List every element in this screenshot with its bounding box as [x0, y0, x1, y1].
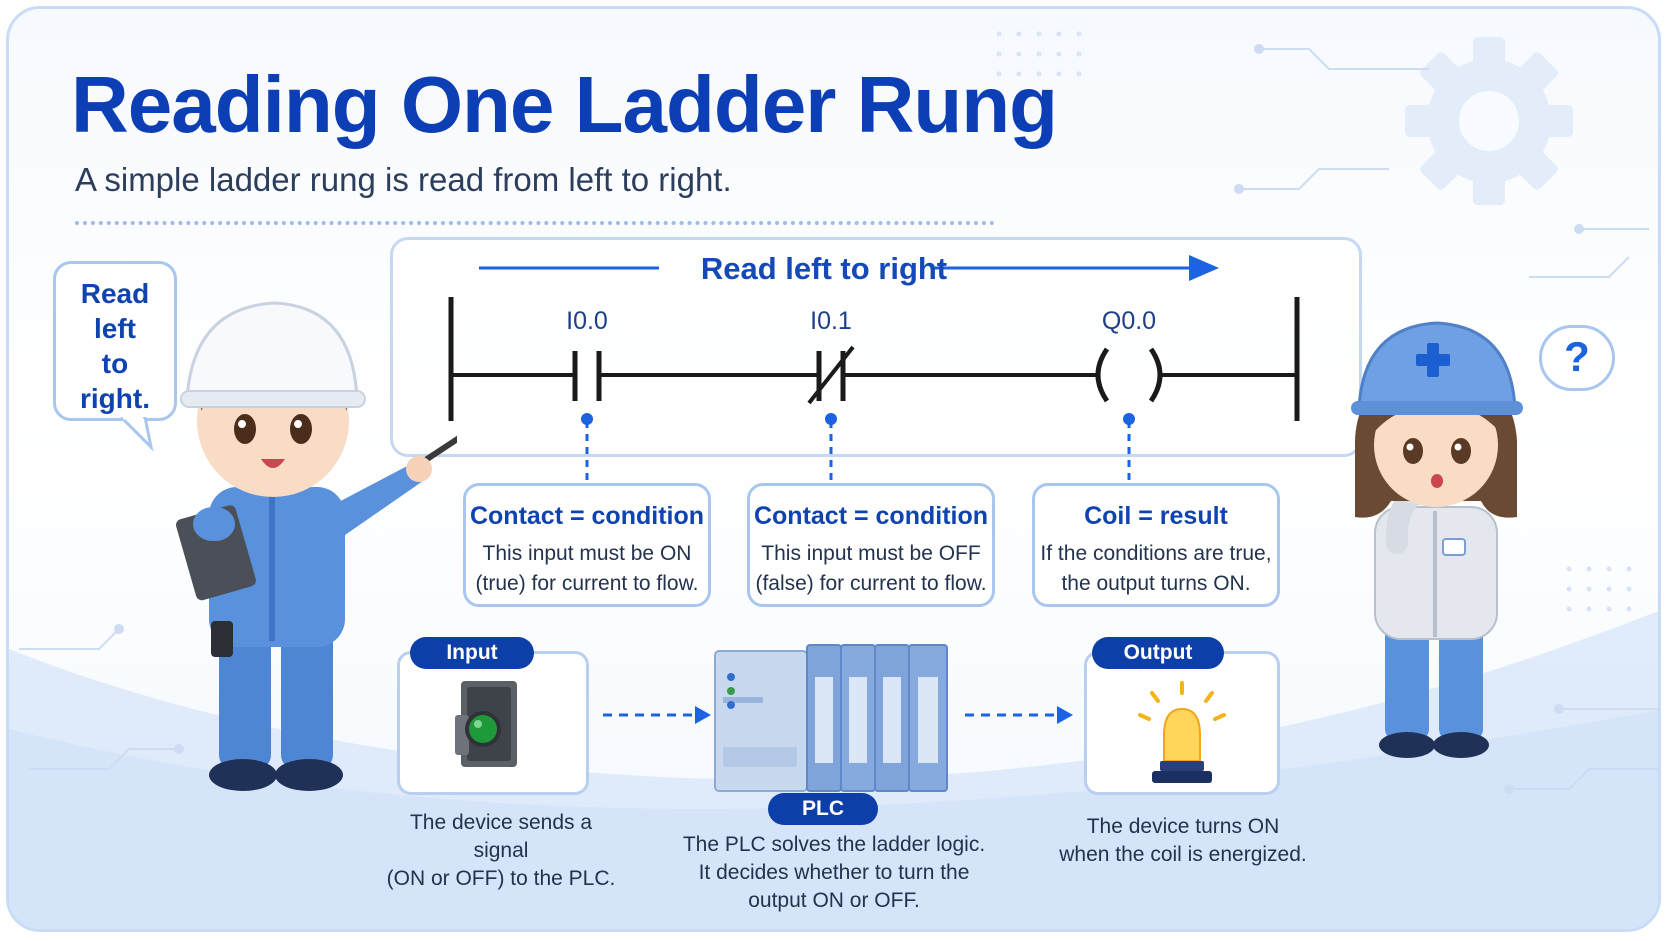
- read-direction-label: Read left to right: [700, 251, 948, 286]
- coil-card: Coil = result If the conditions are true…: [1032, 483, 1280, 607]
- arrow-head-icon: [695, 706, 711, 724]
- speech-bubble-tail: [121, 417, 154, 452]
- pointer-stick: [412, 435, 457, 470]
- plc-caption: The PLC solves the ladder logic. It deci…: [682, 833, 986, 912]
- card-body: If the conditions are true, the output t…: [1040, 542, 1272, 595]
- page-title: Reading One Ladder Rung: [71, 60, 1058, 149]
- push-button-icon: [455, 681, 517, 767]
- lamp-icon: [1138, 681, 1226, 783]
- connector-dot: [825, 413, 837, 425]
- card-body: This input must be ON (true) for current…: [475, 542, 699, 595]
- contact-nc-card: Contact = condition This input must be O…: [747, 483, 995, 607]
- card-heading: Contact = condition: [469, 502, 705, 530]
- page-subtitle: A simple ladder rung is read from left t…: [75, 161, 732, 198]
- address-label-q00: Q0.0: [1101, 307, 1157, 335]
- arrow-head-icon: [1057, 706, 1073, 724]
- infographic-frame: Reading One Ladder Rung A simple ladder …: [6, 6, 1661, 932]
- engineer-left-illustration: [176, 301, 457, 791]
- input-caption: The device sends a signal (ON or OFF) to…: [386, 811, 616, 890]
- output-label-pill: Output: [1092, 637, 1224, 669]
- card-body: This input must be OFF (false) for curre…: [755, 542, 987, 595]
- output-caption: The device turns ON when the coil is ene…: [1059, 815, 1307, 866]
- card-heading: Coil = result: [1084, 502, 1228, 530]
- dotted-divider: [75, 221, 995, 225]
- arrow-head-icon: [1189, 255, 1219, 281]
- plc-label-pill: PLC: [768, 793, 878, 825]
- input-label-pill: Input: [410, 637, 534, 669]
- engineer-right-illustration: [1351, 321, 1523, 758]
- contact-no-card: Contact = condition This input must be O…: [463, 483, 711, 607]
- gear-icon: [1405, 37, 1573, 205]
- normally-open-contact-icon: [572, 351, 602, 401]
- address-label-i01: I0.1: [810, 307, 852, 335]
- normally-closed-contact-icon: [807, 345, 855, 405]
- speech-bubble-right: ?: [1539, 325, 1615, 391]
- address-label-i00: I0.0: [566, 307, 608, 335]
- speech-bubble-left: Read left to right.: [53, 261, 177, 421]
- card-heading: Contact = condition: [753, 502, 989, 530]
- plc-rack-icon: [714, 644, 948, 792]
- connector-dot: [581, 413, 593, 425]
- ladder-rung-diagram: [448, 255, 1300, 724]
- connector-dot: [1123, 413, 1135, 425]
- output-coil-icon: [1091, 347, 1167, 403]
